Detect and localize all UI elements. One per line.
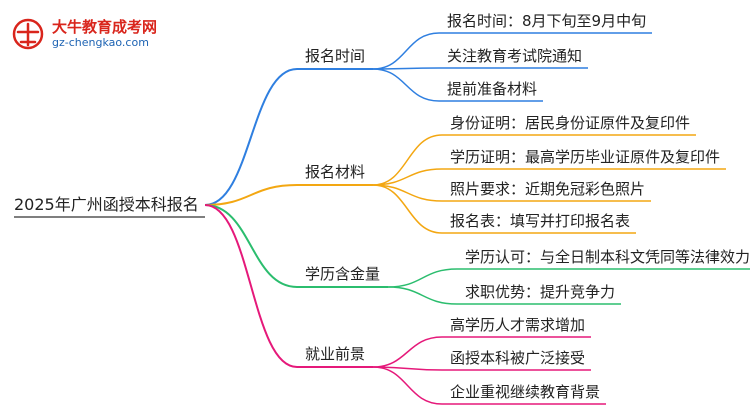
leaf-connector — [372, 336, 443, 368]
leaf-connector — [372, 184, 443, 234]
leaf-connector — [372, 68, 440, 102]
leaf-label: 高学历人才需求增加 — [450, 316, 586, 334]
leaf-label: 企业重视继续教育背景 — [450, 383, 601, 401]
leaf-connector — [372, 184, 443, 202]
leaf-label: 关注教育考试院通知 — [447, 47, 583, 65]
branch-label-degree-value: 学历含金量 — [305, 265, 381, 283]
leaf-connector — [387, 268, 458, 288]
leaf-label: 报名表：填写并打印报名表 — [450, 212, 631, 230]
leaf-connector — [387, 286, 458, 305]
branch-connector — [204, 184, 298, 206]
leaf-connector — [372, 134, 443, 186]
logo-title: 大牛教育成考网 — [52, 18, 158, 36]
root-node-label: 2025年广州函授本科报名 — [14, 195, 199, 214]
branch-connector — [204, 68, 298, 206]
branch-connector — [204, 204, 298, 288]
leaf-label: 学历证明：最高学历毕业证原件及复印件 — [450, 148, 721, 166]
leaf-connector — [372, 168, 443, 186]
leaf-label: 提前准备材料 — [447, 80, 538, 98]
leaf-connector — [372, 67, 440, 70]
leaf-connector — [372, 366, 443, 405]
site-logo: 大牛教育成考网 gz-chengkao.com — [10, 14, 180, 54]
branch-label-career-prospects: 就业前景 — [305, 345, 366, 363]
leaf-label: 学历认可：与全日制本科文凭同等法律效力 — [465, 248, 750, 266]
leaf-label: 函授本科被广泛接受 — [450, 349, 586, 367]
branch-label-registration-materials: 报名材料 — [305, 163, 366, 181]
logo-icon — [12, 18, 44, 50]
logo-url: gz-chengkao.com — [52, 36, 149, 49]
mindmap-edges — [14, 32, 750, 405]
leaf-connector — [372, 366, 443, 371]
leaf-label: 身份证明：居民身份证原件及复印件 — [450, 114, 691, 132]
branch-label-registration-time: 报名时间 — [305, 47, 366, 65]
leaf-label: 求职优势：提升竞争力 — [465, 283, 616, 301]
branch-connector — [204, 204, 298, 368]
leaf-connector — [372, 32, 440, 70]
leaf-label: 报名时间：8月下旬至9月中旬 — [447, 12, 647, 30]
leaf-label: 照片要求：近期免冠彩色照片 — [450, 180, 646, 198]
